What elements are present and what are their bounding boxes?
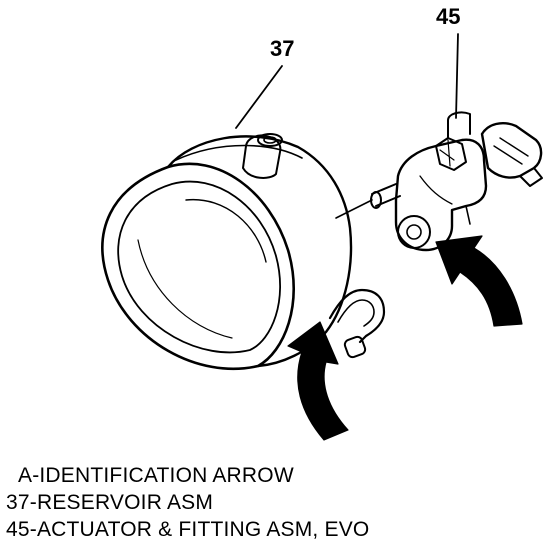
legend-item-identification-arrow: A-IDENTIFICATION ARROW <box>18 464 294 487</box>
reservoir-hose-fitting <box>328 288 386 344</box>
callout-37: 37 <box>270 36 294 61</box>
identification-arrow-actuator <box>435 235 523 327</box>
reservoir-cap-nipple <box>242 134 282 179</box>
leader-line-45 <box>455 33 459 119</box>
reservoir-assembly <box>101 133 386 371</box>
legend-item-actuator: 45-ACTUATOR & FITTING ASM, EVO <box>6 518 370 541</box>
callout-45: 45 <box>436 4 460 29</box>
actuator-assembly <box>370 111 543 252</box>
actuator-electrical-connector <box>480 122 543 179</box>
identification-arrow-reservoir <box>287 321 349 441</box>
parts-diagram: 37 45 <box>101 4 543 441</box>
legend-item-reservoir: 37-RESERVOIR ASM <box>6 491 214 514</box>
leader-line-37 <box>235 65 283 129</box>
parts-legend: A-IDENTIFICATION ARROW 37-RESERVOIR ASM … <box>6 462 369 543</box>
